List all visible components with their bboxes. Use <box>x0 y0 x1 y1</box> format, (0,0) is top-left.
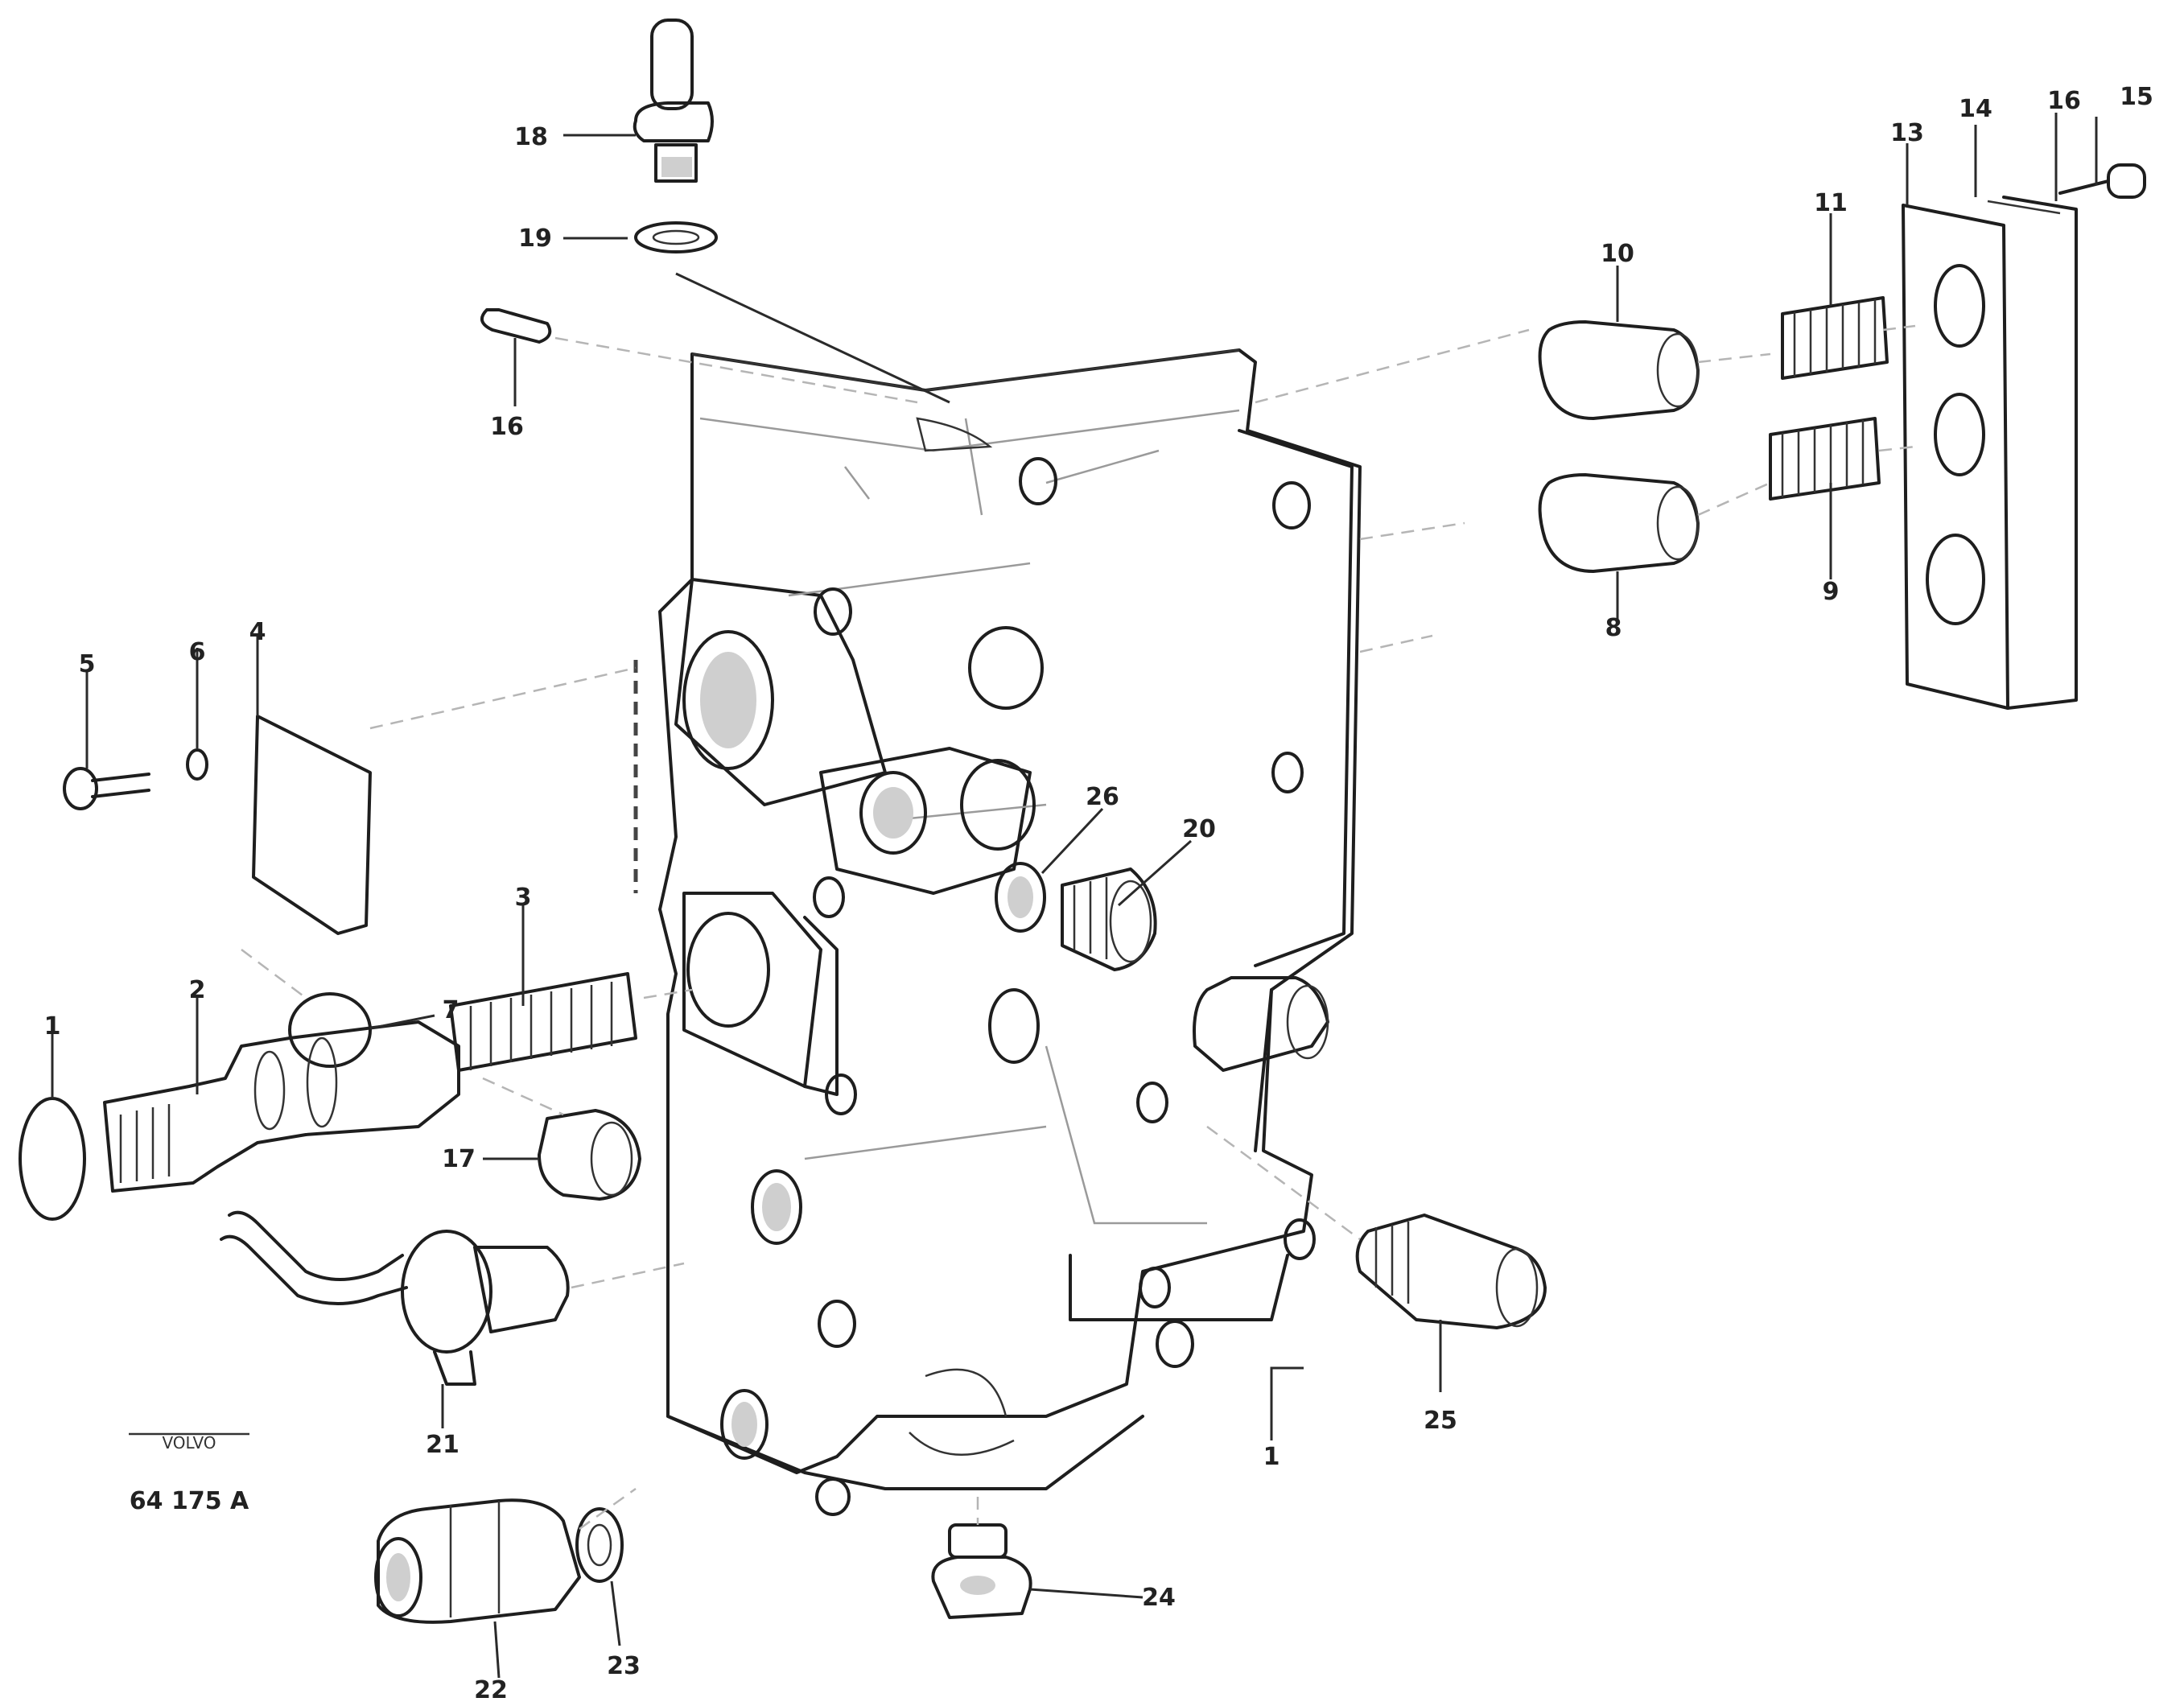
fitting-18-axis <box>675 272 950 404</box>
cover-4 <box>252 715 372 935</box>
seal-ring-19 <box>634 221 718 253</box>
plug-17 <box>538 1109 641 1201</box>
callout-9: 9 <box>1823 578 1840 606</box>
callout-16-left: 16 <box>490 413 524 441</box>
callout-1-right: 1 <box>1263 1443 1280 1471</box>
ring-7 <box>288 992 372 1068</box>
callout-6: 6 <box>189 638 206 666</box>
screw-5 <box>63 767 150 810</box>
plug-17-guide <box>482 1077 564 1116</box>
spring-9 <box>1769 417 1881 501</box>
callout-1-left: 1 <box>44 1012 61 1040</box>
callout-16-right: 16 <box>2047 87 2081 115</box>
housing-bolt-holes <box>813 457 1316 1516</box>
cover-plate-13 <box>1902 204 2009 710</box>
spool-2 <box>103 1020 460 1193</box>
fitting-20 <box>1061 867 1157 971</box>
fitting-25-guide <box>1206 1125 1361 1241</box>
seal-26 <box>995 862 1046 933</box>
callout-13: 13 <box>1890 119 1924 147</box>
callout-11: 11 <box>1814 189 1848 217</box>
cover-4-guide <box>369 666 637 730</box>
bolt-16-right <box>2058 163 2146 199</box>
sensor-22 <box>374 1498 581 1624</box>
piston-10 <box>1538 320 1700 420</box>
callout-8: 8 <box>1605 614 1622 642</box>
callout-20: 20 <box>1182 815 1216 843</box>
pin-16 <box>480 308 552 344</box>
right-guide-upper <box>1697 324 1916 364</box>
callout-labels: 18 19 16 15 16 14 13 11 10 8 9 5 6 4 7 3… <box>44 83 2153 1704</box>
gasket-plate-14 <box>1987 196 2078 710</box>
pin-16-guide <box>554 336 918 404</box>
housing-ports <box>682 626 1044 1460</box>
washer-6 <box>186 748 208 781</box>
callout-10: 10 <box>1601 240 1634 268</box>
plug-27 <box>1193 976 1329 1072</box>
callout-5: 5 <box>79 650 96 678</box>
callout-24: 24 <box>1142 1584 1176 1612</box>
fitting-25 <box>1355 1214 1547 1329</box>
callout-14: 14 <box>1959 95 1992 123</box>
seal-23 <box>575 1507 624 1583</box>
callout-19: 19 <box>518 225 552 253</box>
spring-3 <box>449 972 637 1072</box>
right-guide-lower <box>1697 445 1916 517</box>
fitting-21 <box>220 1210 570 1386</box>
callout-26: 26 <box>1086 783 1119 811</box>
spring-3-guide <box>643 988 693 999</box>
fitting-18 <box>633 19 714 183</box>
sensor-22-guide <box>579 1487 637 1531</box>
callout-22: 22 <box>474 1676 508 1704</box>
fitting-21-guide <box>571 1262 685 1289</box>
callout-25: 25 <box>1424 1407 1457 1435</box>
callout-7: 7 <box>443 996 459 1024</box>
ring-7-guide <box>241 949 307 999</box>
plug-24 <box>931 1523 1032 1619</box>
callout-17: 17 <box>442 1145 476 1173</box>
callout-3: 3 <box>515 884 532 912</box>
fitting-18-seat <box>916 417 993 452</box>
callout-4: 4 <box>249 618 266 646</box>
callout-23: 23 <box>607 1652 641 1680</box>
callout-21: 21 <box>426 1431 459 1459</box>
right-guide-to-body <box>1255 328 1530 653</box>
callout-15: 15 <box>2120 83 2153 111</box>
seal-1-left <box>19 1097 86 1221</box>
drawing-stamp: VOLVO 64 175 A <box>129 1432 249 1515</box>
callout-18: 18 <box>514 123 548 151</box>
callout-2: 2 <box>189 976 206 1004</box>
stamp-text: VOLVO <box>162 1433 216 1453</box>
leader-lines <box>51 113 2098 1679</box>
valve-housing <box>658 348 1362 1490</box>
drawing-reference: 64 175 A <box>130 1487 249 1515</box>
piston-8 <box>1538 473 1700 573</box>
spring-11 <box>1781 296 1889 380</box>
